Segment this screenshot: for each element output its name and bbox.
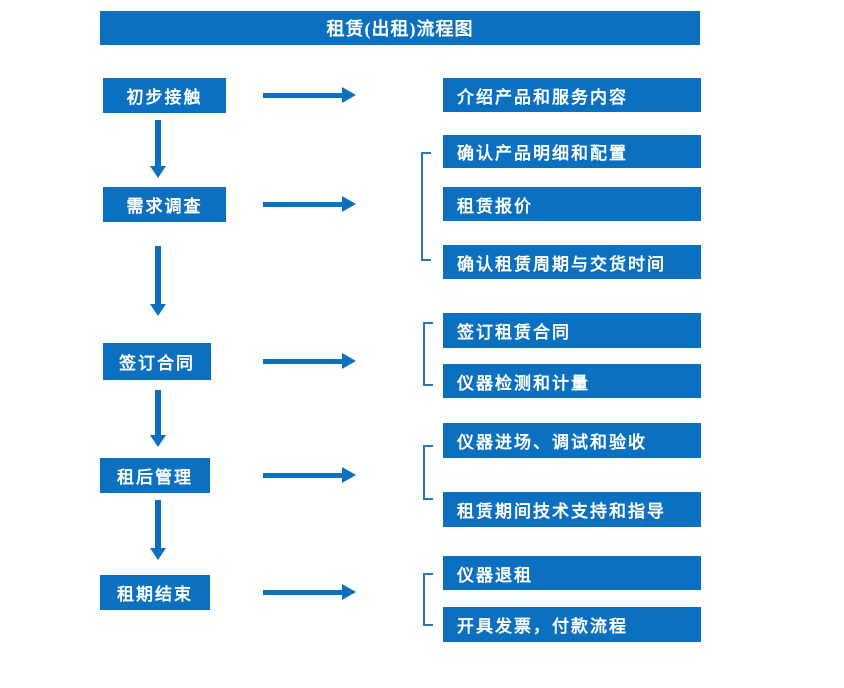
step-demand-survey: 需求调查: [103, 187, 226, 222]
step-initial-contact: 初步接触: [103, 78, 226, 113]
arrow-shaft: [263, 589, 342, 595]
bracket-connector-end-group: [423, 573, 433, 626]
flowchart-title: 租赁(出租)流程图: [100, 11, 700, 45]
arrow-head-icon: [150, 548, 166, 560]
right-arrow-initial-contact: [263, 87, 356, 103]
arrow-shaft: [263, 472, 342, 478]
arrow-head-icon: [150, 304, 166, 316]
right-arrow-sign-contract: [263, 353, 356, 369]
down-arrow-1: [150, 120, 166, 178]
arrow-head-icon: [342, 353, 356, 369]
arrow-head-icon: [342, 87, 356, 103]
right-arrow-post-rental: [263, 467, 356, 483]
arrow-head-icon: [150, 435, 166, 447]
right-arrow-rental-end: [263, 584, 356, 600]
arrow-shaft: [155, 390, 161, 435]
arrow-shaft: [263, 358, 342, 364]
detail-introduce-products: 介绍产品和服务内容: [443, 78, 701, 112]
down-arrow-3: [150, 390, 166, 447]
down-arrow-2: [150, 246, 166, 316]
detail-invoice-payment: 开具发票，付款流程: [443, 607, 701, 642]
arrow-shaft: [155, 120, 161, 166]
detail-instrument-return: 仪器退租: [443, 556, 701, 590]
bracket-connector-demand-group: [421, 152, 431, 261]
arrow-head-icon: [342, 467, 356, 483]
arrow-head-icon: [150, 166, 166, 178]
detail-instrument-entry-acceptance: 仪器进场、调试和验收: [443, 423, 701, 458]
arrow-shaft: [155, 246, 161, 304]
detail-confirm-product-config: 确认产品明细和配置: [443, 135, 701, 168]
bracket-connector-contract-group: [423, 322, 433, 386]
detail-rental-quote: 租赁报价: [443, 187, 701, 221]
arrow-shaft: [263, 201, 342, 207]
down-arrow-4: [150, 500, 166, 560]
arrow-head-icon: [342, 196, 356, 212]
detail-rental-tech-support: 租赁期间技术支持和指导: [443, 492, 701, 527]
arrow-shaft: [263, 92, 342, 98]
arrow-head-icon: [342, 584, 356, 600]
detail-instrument-testing: 仪器检测和计量: [443, 364, 701, 398]
detail-sign-rental-contract: 签订租赁合同: [443, 313, 701, 348]
detail-confirm-rental-period: 确认租赁周期与交货时间: [443, 245, 701, 279]
step-rental-end: 租期结束: [100, 575, 210, 610]
right-arrow-demand-survey: [263, 196, 356, 212]
step-post-rental-management: 租后管理: [100, 458, 210, 493]
bracket-connector-manage-group: [423, 445, 433, 500]
step-sign-contract: 签订合同: [103, 343, 211, 380]
arrow-shaft: [155, 500, 161, 548]
